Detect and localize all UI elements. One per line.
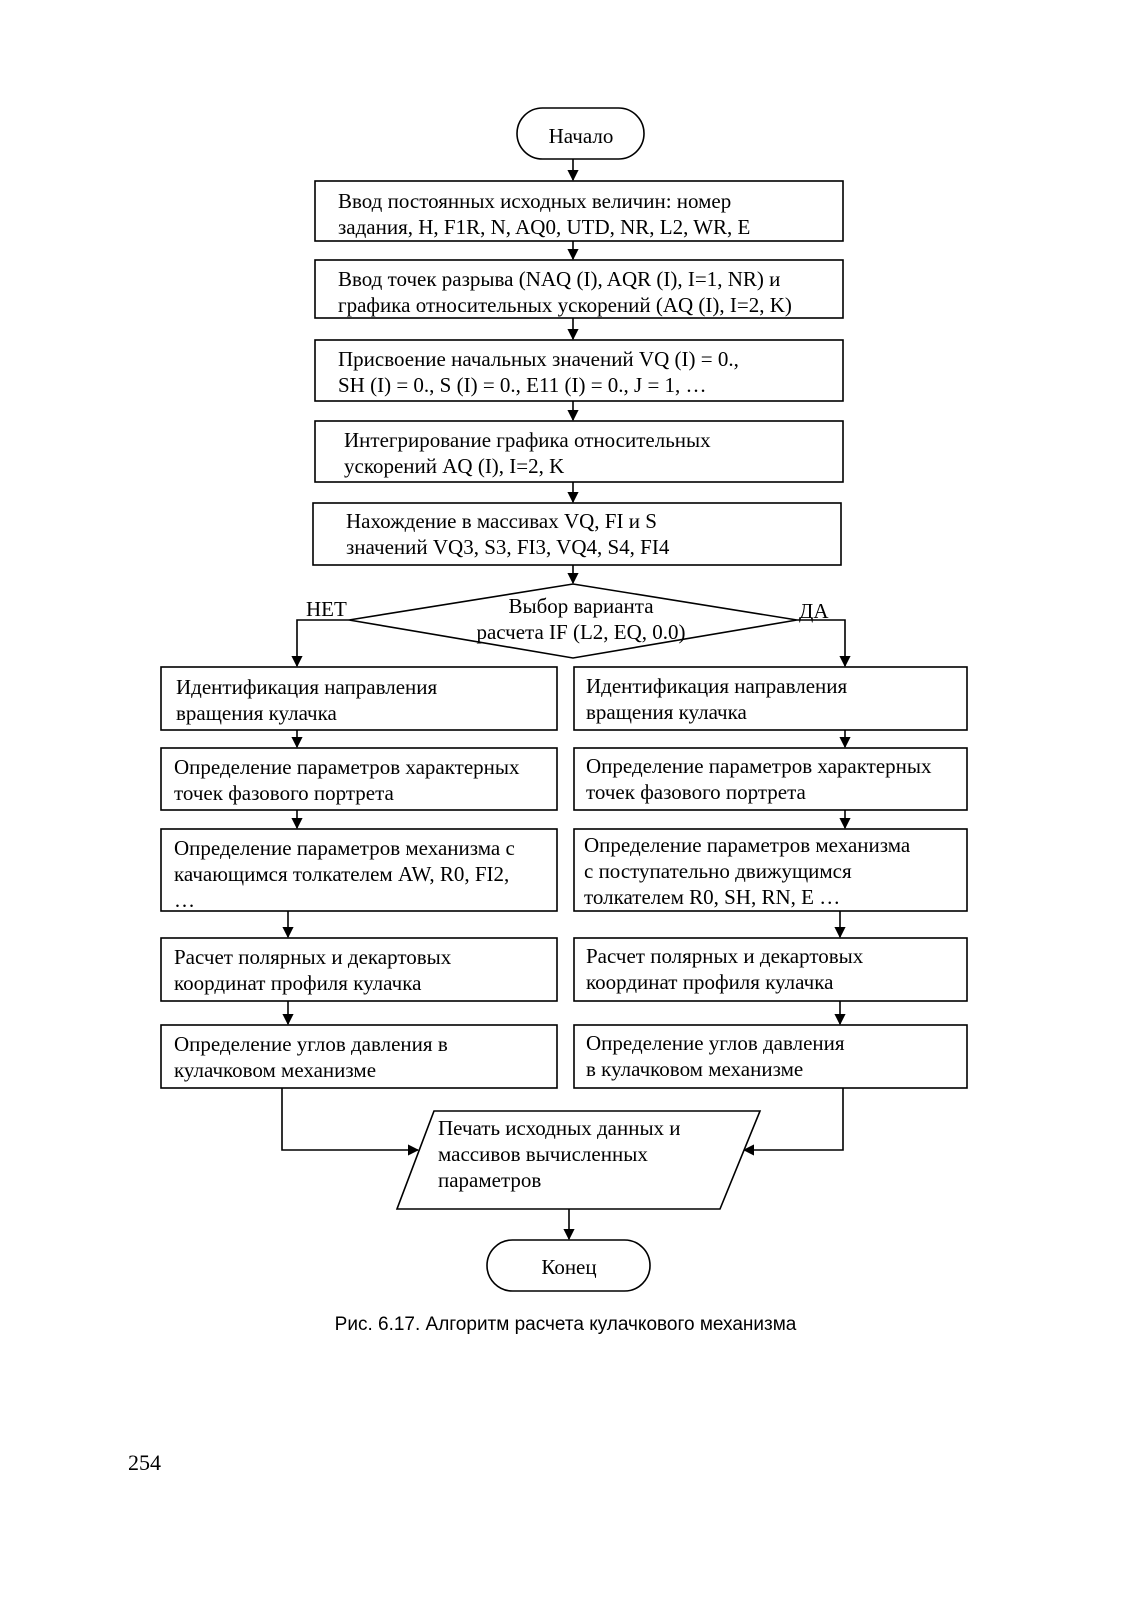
right-mechanism-box [573,828,968,912]
decision-diamond [348,583,798,659]
start-terminal [516,107,645,160]
node-text-line: Расчет полярных и декартовых [174,945,452,969]
node-text-line: точек фазового портрета [586,780,807,804]
node-text-line: с поступательно движущимся [584,859,852,883]
node-text-line: вращения кулачка [176,701,338,725]
node-text-line: координат профиля кулачка [586,970,834,994]
node-text-line: Печать исходных данных и [438,1116,681,1140]
node-text-line: вращения кулачка [586,700,748,724]
node-text-line: кулачковом механизме [174,1058,376,1082]
node-text-line: графика относительных ускорений (AQ (I),… [338,293,792,317]
node-text-line: Определение параметров характерных [174,755,520,779]
left-mechanism-box [160,828,558,912]
input-constants-box [314,180,844,242]
node-text-line: Идентификация направления [176,675,438,699]
node-text-line: Определение параметров характерных [586,754,932,778]
start-label: Начало [549,124,614,148]
node-text-line: SH (I) = 0., S (I) = 0., E11 (I) = 0., J… [338,373,707,397]
node-text-line: толкателем R0, SH, RN, E … [584,885,840,909]
find-values-box [312,502,842,566]
integrate-box [314,420,844,483]
decision-no-label: НЕТ [306,597,347,621]
edges [281,159,851,1241]
node-text-line: Ввод точек разрыва (NAQ (I), AQR (I), I=… [338,267,780,291]
edge-left-to-print [281,1087,420,1156]
end-terminal [486,1239,651,1292]
input-breakpoints-box [314,259,844,319]
left-angles-box [160,1024,558,1089]
node-texts: Начало Ввод постоянных исходных величин:… [174,124,932,1279]
node-text-line: Идентификация направления [586,674,848,698]
left-identify-box [160,666,558,731]
decision-yes-label: ДА [799,599,829,623]
right-angles-box [573,1024,968,1089]
init-values-label: Присвоение начальных значений VQ (I) = 0… [338,347,739,397]
figure-caption: Рис. 6.17. Алгоритм расчета кулачкового … [334,1314,797,1335]
left-phase-box [160,747,558,811]
shapes [160,107,968,1292]
node-text-line: расчета IF (L2, EQ, 0.0) [476,620,685,644]
node-text-line: Ввод постоянных исходных величин: номер [338,189,731,213]
edge-decision-yes [797,619,851,668]
node-text-line: Определение параметров механизма [584,833,911,857]
right-identify-box [573,666,968,731]
node-text-line: задания, H, F1R, N, AQ0, UTD, NR, L2, WR… [338,215,750,239]
node-text-line: Начало [549,124,614,148]
node-text-line: Интегрирование графика относительных [344,428,711,452]
node-text-line: качающимся толкателем AW, R0, FI2, [174,862,509,886]
node-text-line: параметров [438,1168,541,1192]
right-coords-box [573,937,968,1002]
node-text-line: точек фазового портрета [174,781,395,805]
node-text-line: Определение углов давления в [174,1032,448,1056]
init-values-box [314,339,844,402]
edge-decision-no [291,619,349,668]
edge-right-to-print [742,1087,844,1156]
node-text-line: Присвоение начальных значений VQ (I) = 0… [338,347,739,371]
node-text-line: массивов вычисленных [438,1142,648,1166]
end-label: Конец [541,1255,596,1279]
node-text-line: Определение параметров механизма с [174,836,515,860]
left-coords-box [160,937,558,1002]
node-text-line: Конец [541,1255,596,1279]
node-text-line: Определение углов давления [586,1031,845,1055]
page-number: 254 [128,1450,161,1475]
print-parallelogram [395,1110,762,1210]
node-text-line: значений VQ3, S3, FI3, VQ4, S4, FI4 [346,535,670,559]
node-text-line: Нахождение в массивах VQ, FI и S [346,509,657,533]
right-phase-box [573,747,968,811]
node-text-line: ускорений AQ (I), I=2, K [344,454,564,478]
node-text-line: координат профиля кулачка [174,971,422,995]
node-text-line: … [174,888,195,912]
node-text-line: Расчет полярных и декартовых [586,944,864,968]
input-breakpoints-label: Ввод точек разрыва (NAQ (I), AQR (I), I=… [338,267,792,317]
node-text-line: в кулачковом механизме [586,1057,803,1081]
node-text-line: Выбор варианта [508,594,654,618]
